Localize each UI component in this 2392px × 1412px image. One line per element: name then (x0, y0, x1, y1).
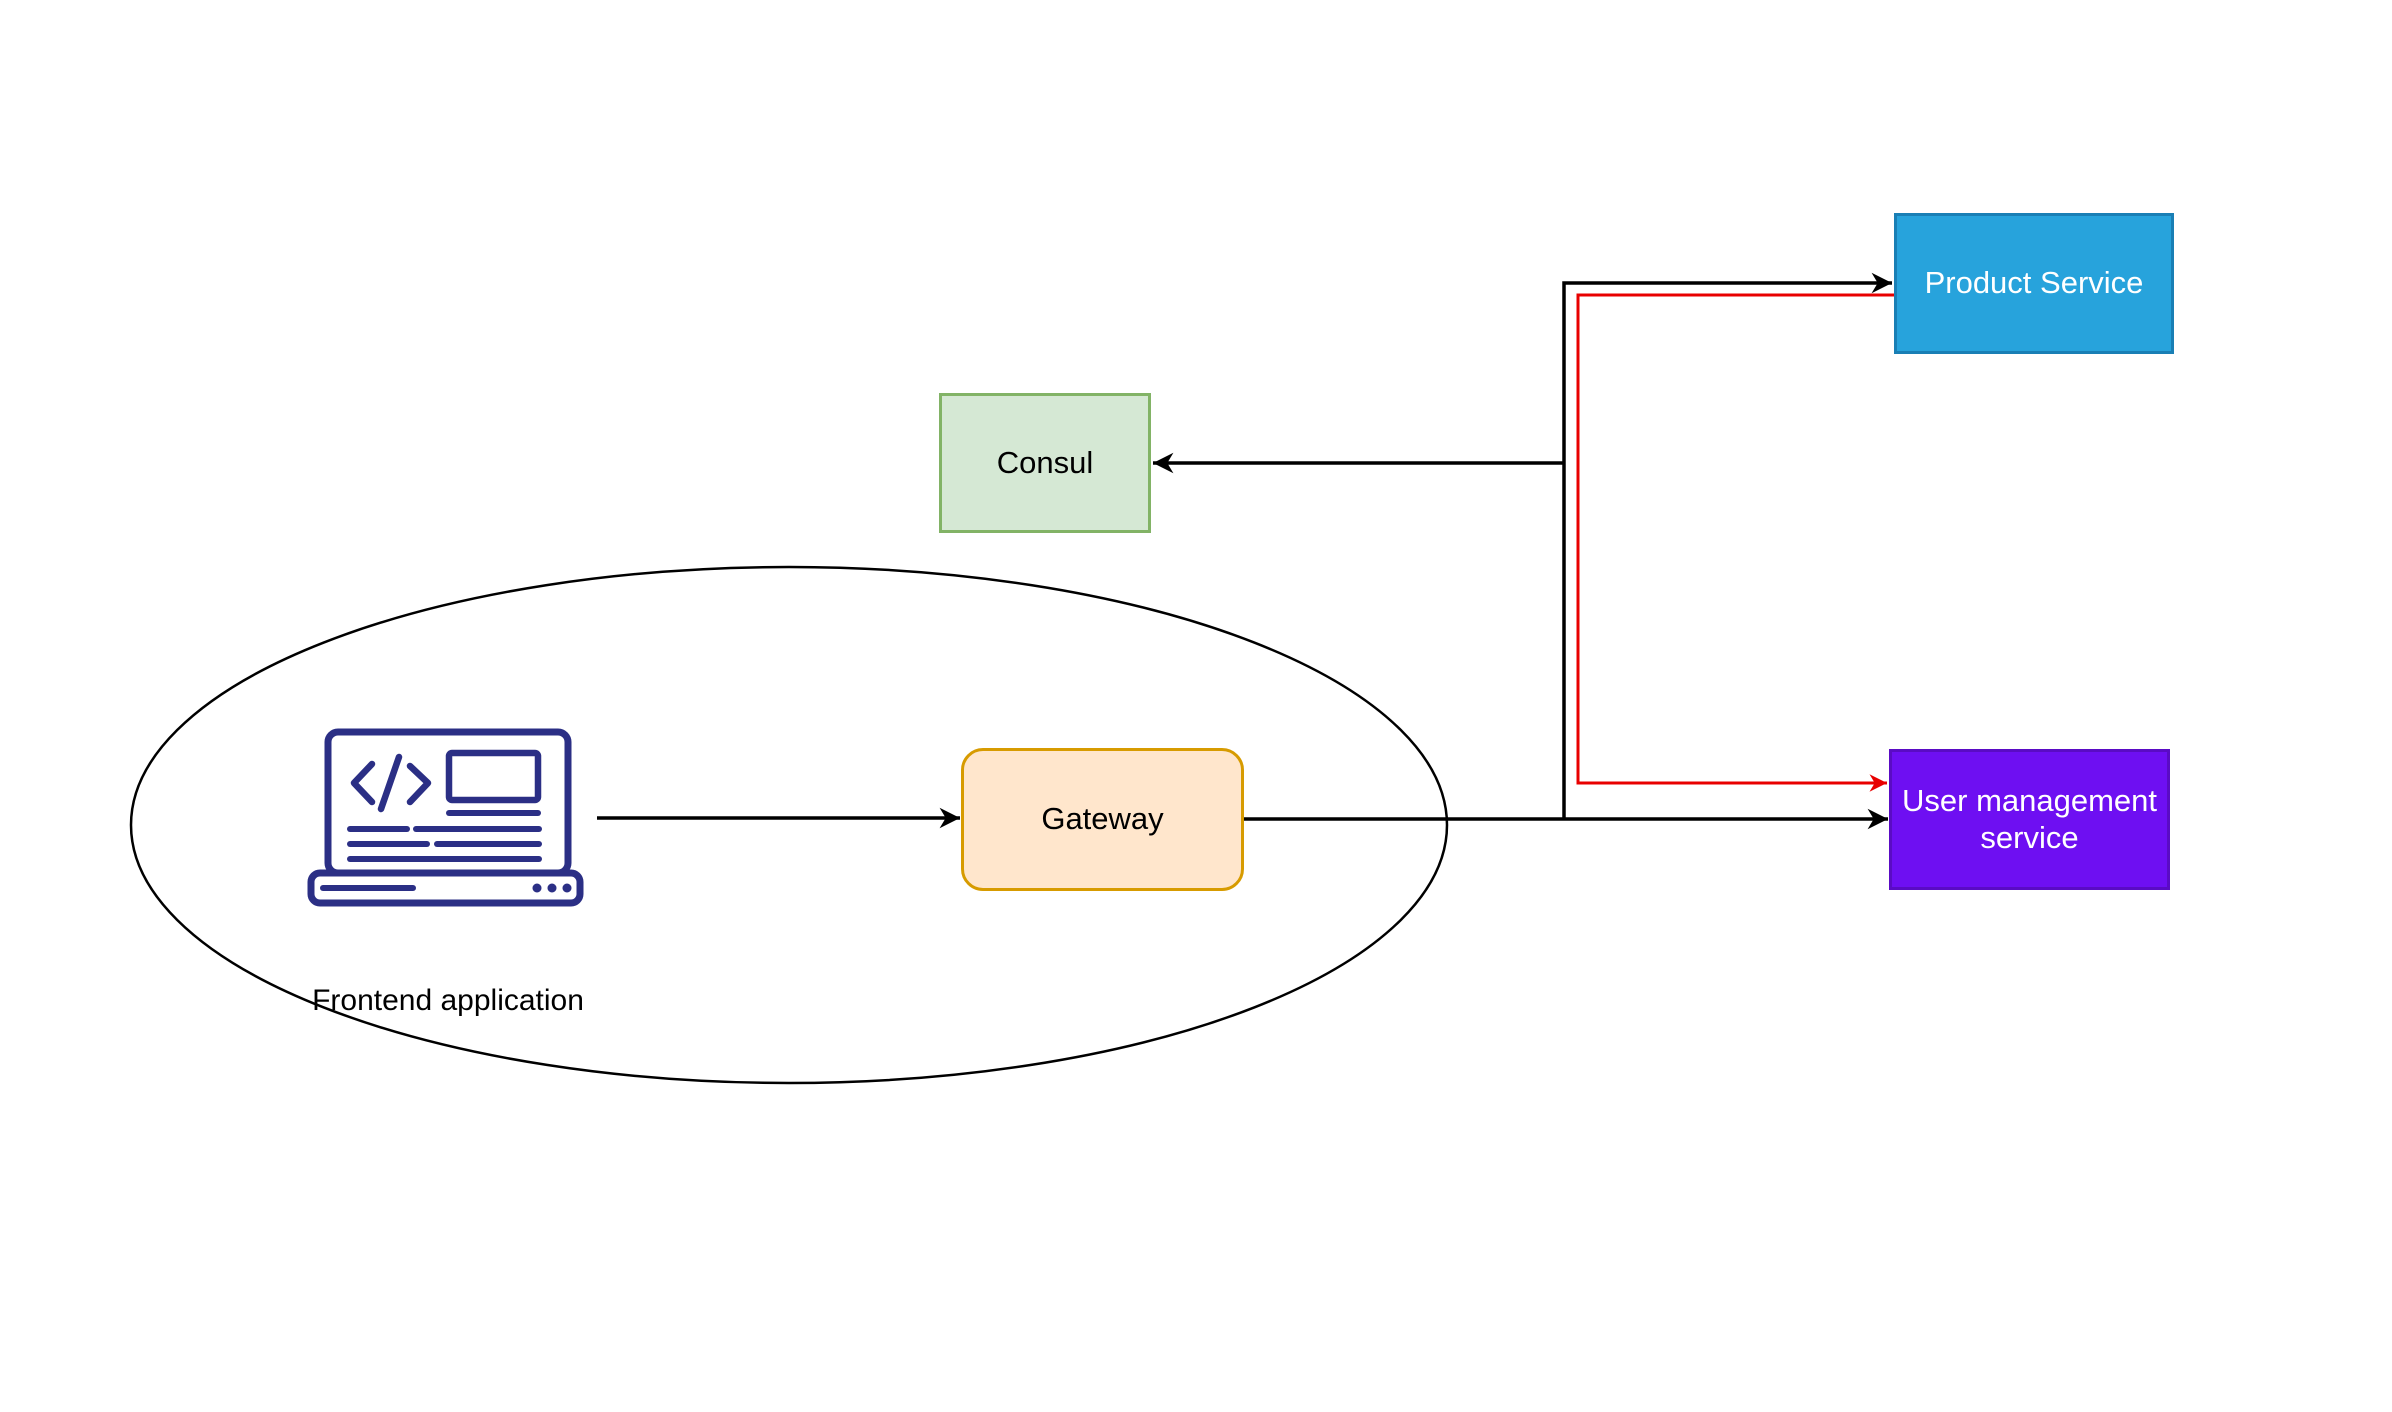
node-product-service[interactable]: Product Service (1894, 213, 2174, 354)
node-gateway[interactable]: Gateway (961, 748, 1244, 891)
screen-window (445, 749, 542, 804)
laptop-base-dot (547, 883, 557, 893)
code-slash (377, 753, 403, 813)
edge-gateway-branch-to-product-service[interactable] (1562, 272, 1892, 819)
laptop-base (307, 869, 584, 907)
frontend-group-ellipse[interactable] (129, 565, 1449, 1085)
code-close-bracket (406, 762, 432, 806)
laptop-base-dot (532, 883, 542, 893)
node-label: Consul (996, 444, 1094, 480)
code-open-bracket (350, 760, 376, 806)
node-label: User management service (1902, 782, 2158, 855)
edge-product-service-to-user-management-red[interactable] (1576, 293, 1895, 792)
node-consul[interactable]: Consul (939, 393, 1151, 533)
node-user-management-service[interactable]: User management service (1889, 749, 2170, 890)
laptop-base-dot (562, 883, 572, 893)
node-label: Product Service (1924, 265, 2144, 301)
frontend-application-label: Frontend application (312, 984, 584, 1017)
node-label: Gateway (1041, 801, 1164, 837)
laptop-code-icon[interactable] (307, 728, 584, 907)
